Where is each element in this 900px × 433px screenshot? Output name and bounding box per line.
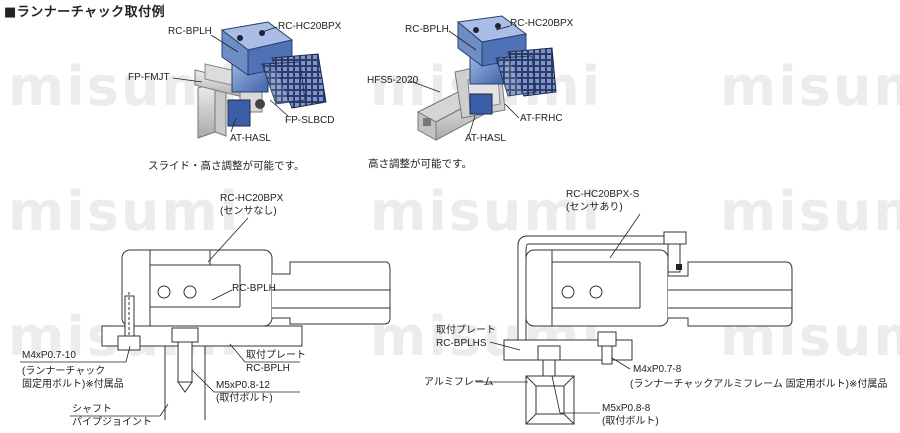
plate-part-right: RC-BPLHS <box>436 338 487 349</box>
watermark: misumi <box>720 55 900 118</box>
watermark: misumi <box>8 180 241 243</box>
label-fp-slbcd: FP-SLBCD <box>285 115 335 126</box>
part-name-right: RC-HC20BPX-S <box>566 189 640 200</box>
bolt-note-left-1: (ランナーチャック <box>22 366 106 377</box>
label-rc-bplh-left: RC-BPLH <box>168 26 212 37</box>
drawing-left <box>101 249 391 420</box>
part-note-left: (センサなし) <box>220 206 277 217</box>
label-at-hasl-right: AT-HASL <box>465 133 506 144</box>
part-note-right: (センサあり) <box>566 202 623 213</box>
bolt-spec-left: M4xP0.7-10 <box>22 350 76 361</box>
bolt-spec-right: M4xP0.7-8 <box>633 364 682 375</box>
label-rc-hc20bpx-right: RC-HC20BPX <box>510 18 574 29</box>
plate-part-left: RC-BPLH <box>246 363 290 374</box>
drawing-right-leaders <box>476 213 641 414</box>
label-rc-hc20bpx-left: RC-HC20BPX <box>278 21 342 32</box>
frame-label: アルミフレーム <box>424 377 494 388</box>
screw-spec-right: M5xP0.8-8 <box>602 403 651 414</box>
drawing-right <box>503 231 793 425</box>
label-fp-fmjt: FP-FMJT <box>128 72 170 83</box>
rc-bplh-callout: RC-BPLH <box>232 283 276 294</box>
label-hfs5-2020: HFS5-2020 <box>367 75 419 86</box>
screw-note-left: (取付ボルト) <box>216 393 273 404</box>
photo-left-assembly <box>194 21 327 139</box>
photo-leader-lines <box>172 25 520 136</box>
bolt-note-left-2: 固定用ボルト)※付属品 <box>22 379 124 390</box>
shaft-label: シャフト <box>72 404 112 415</box>
sensor-detail <box>676 264 682 270</box>
screw-spec-left: M5xP0.8-12 <box>216 380 270 391</box>
caption-right: 高さ調整が可能です。 <box>368 158 472 170</box>
photo-right-assembly <box>416 15 557 141</box>
caption-left: スライド・高さ調整が可能です。 <box>148 160 305 172</box>
label-at-frhc: AT-FRHC <box>520 113 563 124</box>
plate-label-right: 取付プレート <box>436 325 496 336</box>
drawing-left-leaders <box>20 217 300 417</box>
screw-note-right: (取付ボルト) <box>602 416 659 427</box>
bolt-note-right: (ランナーチャックアルミフレーム 固定用ボルト)※付属品 <box>630 379 888 390</box>
part-name-left: RC-HC20BPX <box>220 193 284 204</box>
plate-label-left: 取付プレート <box>246 350 306 361</box>
pipe-joint-label: パイプジョイント <box>72 417 152 428</box>
watermark: misumi <box>370 180 603 243</box>
page-title: ■ランナーチャック取付例 <box>4 5 166 20</box>
label-at-hasl-left: AT-HASL <box>230 133 271 144</box>
label-rc-bplh-right: RC-BPLH <box>405 24 449 35</box>
watermark: misumi <box>720 180 900 243</box>
